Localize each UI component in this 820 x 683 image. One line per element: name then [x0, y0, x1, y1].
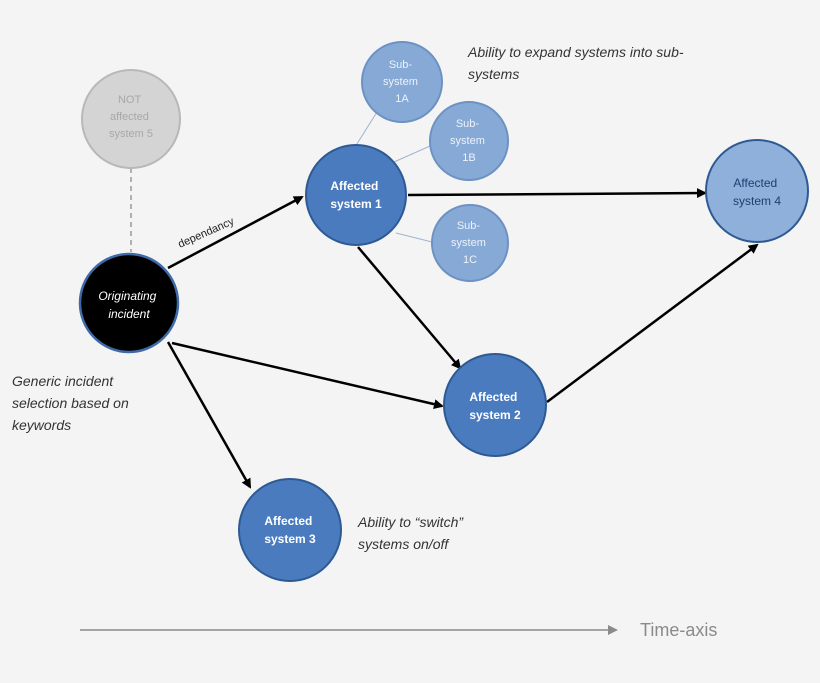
node-circle: [705, 139, 809, 243]
time-axis-label: Time-axis: [640, 620, 717, 640]
node-circle: [431, 204, 509, 282]
node-circle: [429, 101, 509, 181]
node-affected-system-3[interactable]: Affected system 3: [238, 478, 342, 582]
edge-label-dependancy: dependancy: [176, 215, 236, 251]
node-label: Sub- system 1C: [451, 220, 489, 266]
node-circle: [305, 144, 407, 246]
node-originating-incident[interactable]: Originating incident: [78, 252, 180, 354]
node-circle: [78, 252, 180, 354]
node-circle: [238, 478, 342, 582]
node-label: Affected system 3: [264, 514, 316, 546]
node-label: Affected system 4: [733, 176, 781, 208]
edge-origin-to-system-2: [171, 341, 444, 410]
annotation-expand-subsystems: Ability to expand systems into sub- syst…: [467, 44, 687, 82]
edge-system-2-to-system-4: [546, 243, 759, 404]
edge-system-1-to-system-2: [357, 246, 462, 370]
edge-system-1-to-system-4: [407, 188, 707, 199]
annotation-generic-selection: Generic incident selection based on keyw…: [12, 373, 133, 433]
node-not-affected-system-5[interactable]: NOT affected system 5: [81, 69, 181, 169]
node-affected-system-2[interactable]: Affected system 2: [443, 353, 547, 457]
node-label: NOT affected system 5: [109, 94, 153, 140]
node-label: Sub- system 1B: [450, 118, 488, 164]
sub-connector-1a: [354, 111, 378, 148]
node-sub-system-1b[interactable]: Sub- system 1B: [429, 101, 509, 181]
edge-origin-to-system-3: [166, 341, 252, 489]
node-affected-system-4[interactable]: Affected system 4: [705, 139, 809, 243]
node-label: Sub- system 1A: [383, 59, 421, 105]
node-sub-system-1c[interactable]: Sub- system 1C: [431, 204, 509, 282]
node-label: Affected system 1: [330, 179, 382, 211]
node-circle: [443, 353, 547, 457]
sub-connector-1c: [395, 232, 433, 243]
node-affected-system-1[interactable]: Affected system 1: [305, 144, 407, 246]
sub-connector-1b: [393, 145, 431, 163]
node-sub-system-1a[interactable]: Sub- system 1A: [361, 41, 443, 123]
node-circle: [361, 41, 443, 123]
node-label: Affected system 2: [469, 390, 521, 422]
node-circle: [81, 69, 181, 169]
edge-origin-to-system-1: [167, 195, 304, 270]
node-label: Originating incident: [98, 289, 159, 321]
annotation-switch-systems: Ability to “switch” systems on/off: [357, 514, 467, 552]
